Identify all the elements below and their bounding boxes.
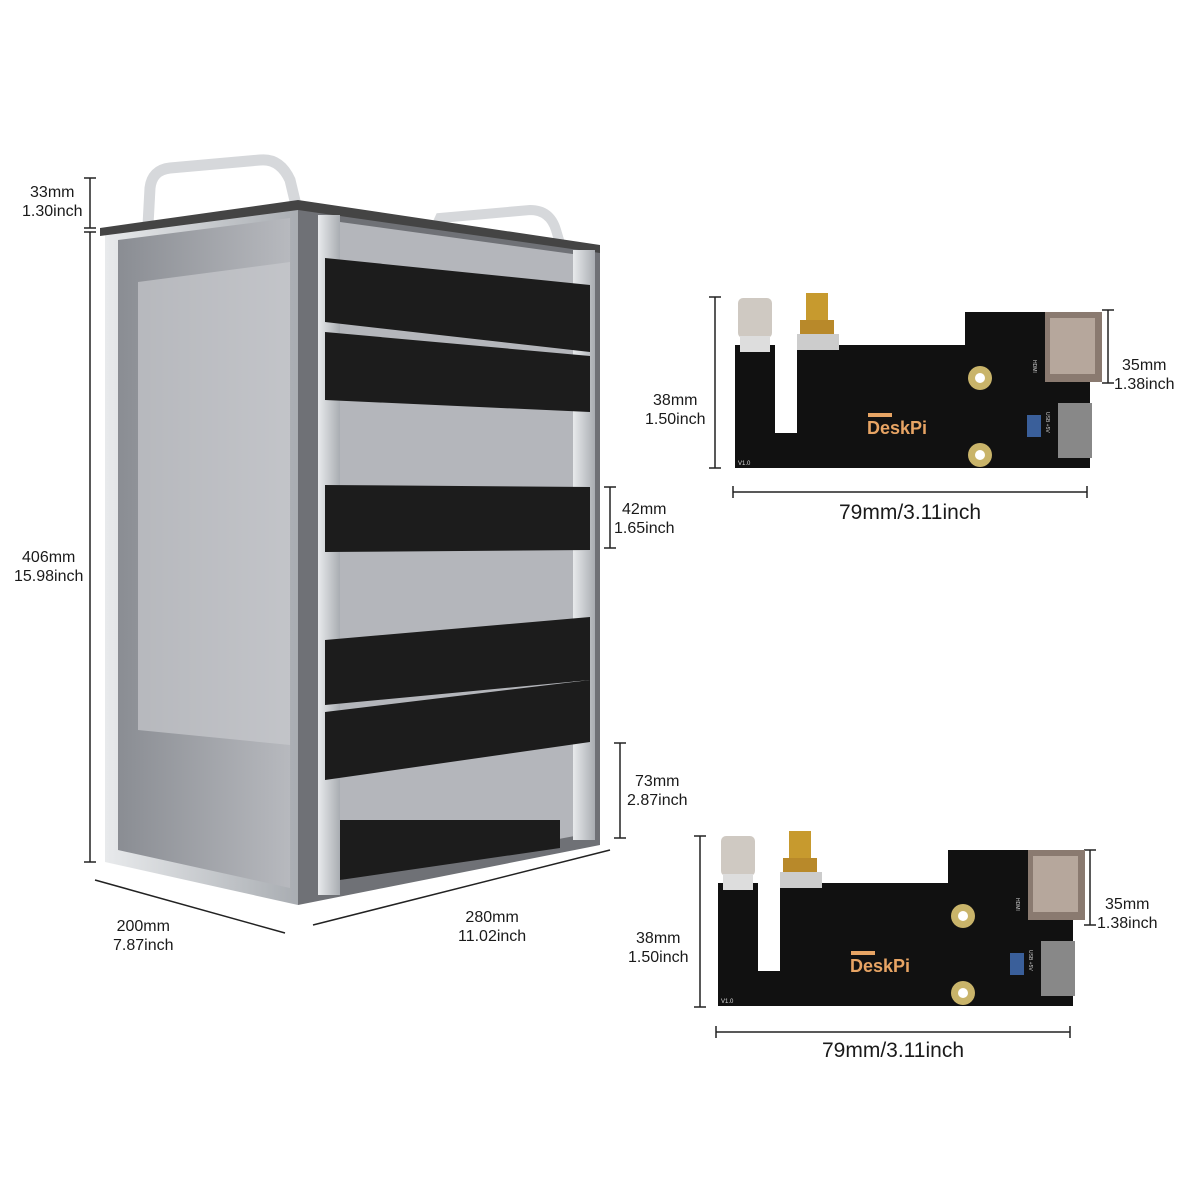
adapter-board-1: [735, 293, 1102, 468]
inch: 1.30inch: [22, 203, 83, 220]
bottom-clearance-label: 73mm 2.87inch: [627, 772, 688, 810]
board-1-hdmi-label: HDMI: [1031, 360, 1037, 373]
mm: 33mm: [30, 184, 75, 201]
board-2-hdmi-label: HDMI: [1014, 898, 1020, 911]
board-2-port-height-label: 35mm 1.38inch: [1097, 895, 1158, 933]
depth-label: 280mm 11.02inch: [458, 908, 526, 946]
mm: 200mm: [116, 918, 170, 935]
board-1-height-label: 38mm 1.50inch: [645, 391, 706, 429]
inch: 1.50inch: [628, 949, 689, 966]
board-1-version: V1.0: [738, 461, 751, 467]
width-label: 200mm 7.87inch: [113, 917, 174, 955]
inch: 7.87inch: [113, 937, 174, 954]
handle-height-label: 33mm 1.30inch: [22, 183, 83, 221]
board-1-port-height-label: 35mm 1.38inch: [1114, 356, 1175, 394]
board-2-version: V1.0: [721, 999, 734, 1005]
inch: 1.38inch: [1114, 376, 1175, 393]
mm: 38mm: [653, 392, 698, 409]
inch: 1.38inch: [1097, 915, 1158, 932]
board-2-height-label: 38mm 1.50inch: [628, 929, 689, 967]
total-height-label: 406mm 15.98inch: [14, 548, 83, 586]
mm: 35mm: [1105, 896, 1150, 913]
mm: 38mm: [636, 930, 681, 947]
inch: 15.98inch: [14, 568, 84, 585]
board-1-length-label: 79mm/3.11inch: [838, 501, 982, 524]
board-2-length-label: 79mm/3.11inch: [821, 1039, 965, 1062]
mm: 406mm: [22, 549, 76, 566]
inch: 1.50inch: [645, 411, 706, 428]
adapter-board-2: [718, 831, 1085, 1006]
inch: 1.65inch: [614, 520, 675, 537]
panel-height-label: 42mm 1.65inch: [614, 500, 675, 538]
inch: 11.02inch: [458, 928, 527, 945]
board-2-usb-label: USB +5V: [1027, 950, 1033, 971]
mm: 280mm: [465, 909, 519, 926]
rack-case: [100, 154, 600, 905]
board-2-brand: DeskPi: [850, 956, 910, 976]
mm: 35mm: [1122, 357, 1167, 374]
mm: 73mm: [635, 773, 680, 790]
mm: 42mm: [622, 501, 667, 518]
dimension-lines: [84, 177, 1114, 1038]
board-1-brand: DeskPi: [867, 418, 927, 438]
board-1-usb-label: USB +5V: [1044, 412, 1050, 433]
inch: 2.87inch: [627, 792, 688, 809]
